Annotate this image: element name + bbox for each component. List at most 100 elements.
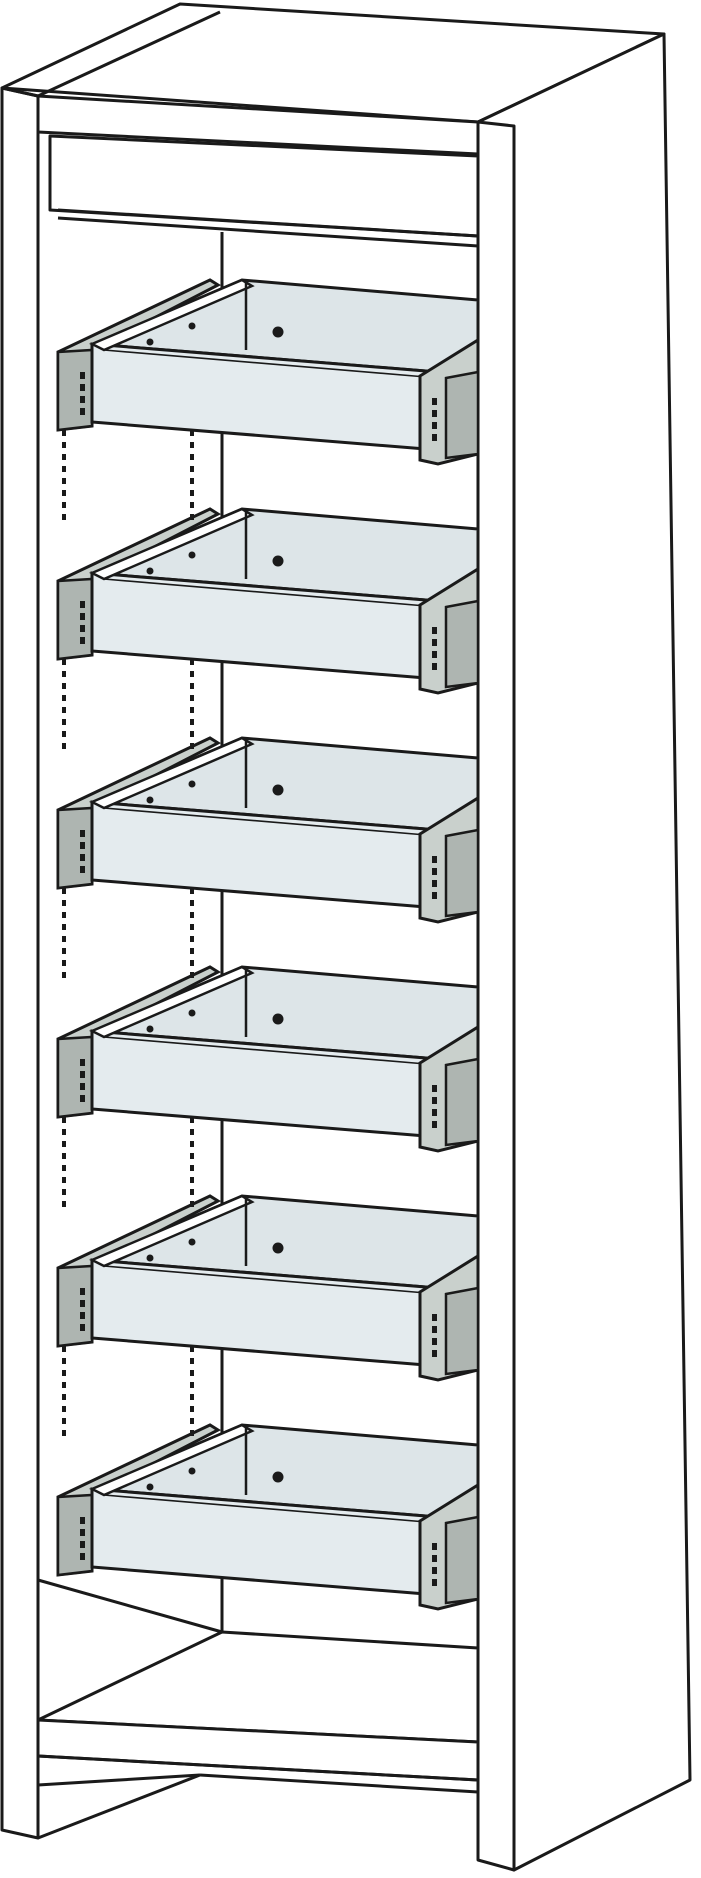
runner-slot xyxy=(80,1529,85,1536)
peg-hole xyxy=(62,695,66,701)
runner-slot xyxy=(80,1324,85,1331)
cabinet-left-upright xyxy=(0,86,40,1840)
peg-hole xyxy=(190,1358,194,1364)
peg-hole xyxy=(190,1129,194,1135)
peg-hole xyxy=(190,900,194,906)
drawer[interactable] xyxy=(56,507,480,695)
peg-hole xyxy=(190,731,194,737)
peg-hole xyxy=(62,912,66,918)
peg-hole xyxy=(190,466,194,472)
drawer[interactable] xyxy=(56,965,480,1153)
runner-slot xyxy=(80,866,85,873)
left-runner-face xyxy=(56,348,94,432)
peg-hole xyxy=(62,960,66,966)
drawer-handle-hole xyxy=(272,555,284,567)
peg-hole xyxy=(62,707,66,713)
runner-slot xyxy=(432,1109,437,1116)
runner-slot xyxy=(432,398,437,405)
peg-hole xyxy=(190,924,194,930)
drawer-screw-hole xyxy=(188,322,196,330)
peg-hole xyxy=(190,888,194,894)
drawer[interactable] xyxy=(56,278,480,466)
peg-hole xyxy=(62,490,66,496)
drawer-screw-hole xyxy=(146,1483,154,1491)
peg-hole xyxy=(190,1165,194,1171)
peg-hole xyxy=(190,454,194,460)
peg-hole xyxy=(62,502,66,508)
runner-slot xyxy=(80,625,85,632)
drawer-screw-hole xyxy=(188,551,196,559)
peg-hole xyxy=(190,442,194,448)
drawer-front-lip xyxy=(103,1036,427,1065)
runner-slot xyxy=(80,1312,85,1319)
peg-hole xyxy=(62,924,66,930)
runner-slot xyxy=(432,1567,437,1574)
runner-slot xyxy=(80,1541,85,1548)
peg-hole xyxy=(62,1117,66,1123)
drawer-stack xyxy=(56,278,480,1611)
runner-slot xyxy=(80,1059,85,1066)
drawer-left-side xyxy=(89,278,255,352)
drawer-handle-hole xyxy=(272,1242,284,1254)
drawer-handle-hole xyxy=(272,1013,284,1025)
peg-hole xyxy=(190,972,194,978)
peg-hole xyxy=(62,948,66,954)
drawer[interactable] xyxy=(56,1194,480,1382)
peg-hole xyxy=(190,1418,194,1424)
peg-hole xyxy=(190,490,194,496)
runner-slot xyxy=(80,1071,85,1078)
right-runner-face xyxy=(444,370,480,460)
drawer-left-side xyxy=(89,736,255,810)
drawer[interactable] xyxy=(56,736,480,924)
drawer-front-lip xyxy=(103,349,427,378)
peg-hole xyxy=(62,430,66,436)
drawer-front-lip xyxy=(103,578,427,607)
peg-hole xyxy=(190,1117,194,1123)
peg-hole xyxy=(190,1346,194,1352)
drawer[interactable] xyxy=(56,1423,480,1611)
peg-hole xyxy=(62,900,66,906)
left-runner-face xyxy=(56,806,94,890)
drawer-screw-hole xyxy=(146,1025,154,1033)
peg-hole xyxy=(190,948,194,954)
left-runner-face xyxy=(56,1493,94,1577)
runner-slot xyxy=(432,422,437,429)
drawer-screw-hole xyxy=(146,567,154,575)
runner-slot xyxy=(432,410,437,417)
peg-hole xyxy=(62,1370,66,1376)
left-runner-face xyxy=(56,1264,94,1348)
drawer-front-lip xyxy=(103,1265,427,1294)
right-runner-face xyxy=(444,1515,480,1605)
runner-slot xyxy=(80,372,85,379)
runner-slot xyxy=(432,1338,437,1345)
peg-hole xyxy=(190,1201,194,1207)
peg-hole xyxy=(62,1189,66,1195)
peg-hole xyxy=(62,1201,66,1207)
drawer-screw-hole xyxy=(188,1238,196,1246)
runner-slot xyxy=(432,1326,437,1333)
drawer-handle-hole xyxy=(272,326,284,338)
runner-slot xyxy=(432,1121,437,1128)
peg-hole xyxy=(62,514,66,520)
cabinet-right-front-edge xyxy=(476,120,516,1872)
peg-hole xyxy=(62,1346,66,1352)
peg-hole xyxy=(62,659,66,665)
peg-hole xyxy=(62,1129,66,1135)
right-runner-face xyxy=(444,1057,480,1147)
peg-hole xyxy=(62,731,66,737)
drawer-left-side xyxy=(89,507,255,581)
peg-hole xyxy=(190,671,194,677)
drawer-screw-hole xyxy=(146,1254,154,1262)
peg-hole xyxy=(62,1406,66,1412)
runner-slot xyxy=(80,1517,85,1524)
peg-hole xyxy=(190,683,194,689)
peg-hole xyxy=(62,1382,66,1388)
peg-hole xyxy=(62,888,66,894)
left-runner-face xyxy=(56,577,94,661)
peg-hole xyxy=(62,743,66,749)
peg-hole xyxy=(62,972,66,978)
drawer-screw-hole xyxy=(188,780,196,788)
runner-slot xyxy=(432,868,437,875)
